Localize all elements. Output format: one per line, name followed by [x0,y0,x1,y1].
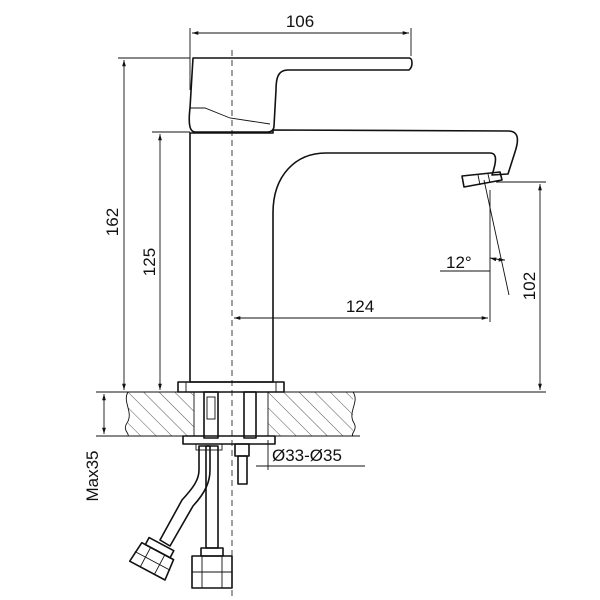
dimension-reach: 124 [234,190,491,322]
dimension-hole-diameter: Ø33-Ø35 [256,440,365,470]
dimension-label-125: 125 [140,248,159,276]
mounting-fittings [182,391,276,485]
dimension-label-124: 124 [346,297,374,316]
supply-hoses [128,443,233,589]
dimension-spout-height: 125 [140,131,190,390]
dimension-outlet-height: 102 [355,181,546,393]
dimension-label-106: 106 [286,12,314,31]
dimension-label-162: 162 [103,208,122,236]
dimension-total-height: 162 [103,57,190,393]
dimension-label-max35: Max35 [83,450,102,501]
faucet-body [177,50,519,600]
dimension-label-102: 102 [520,272,539,300]
dimension-label-hole: Ø33-Ø35 [272,446,342,465]
dimension-outlet-angle: 12° [440,179,510,296]
dimension-label-12deg: 12° [446,253,472,272]
dimension-max-thickness: Max35 [83,391,128,502]
dimension-handle-width: 106 [189,12,412,90]
countertop-section [100,391,360,437]
